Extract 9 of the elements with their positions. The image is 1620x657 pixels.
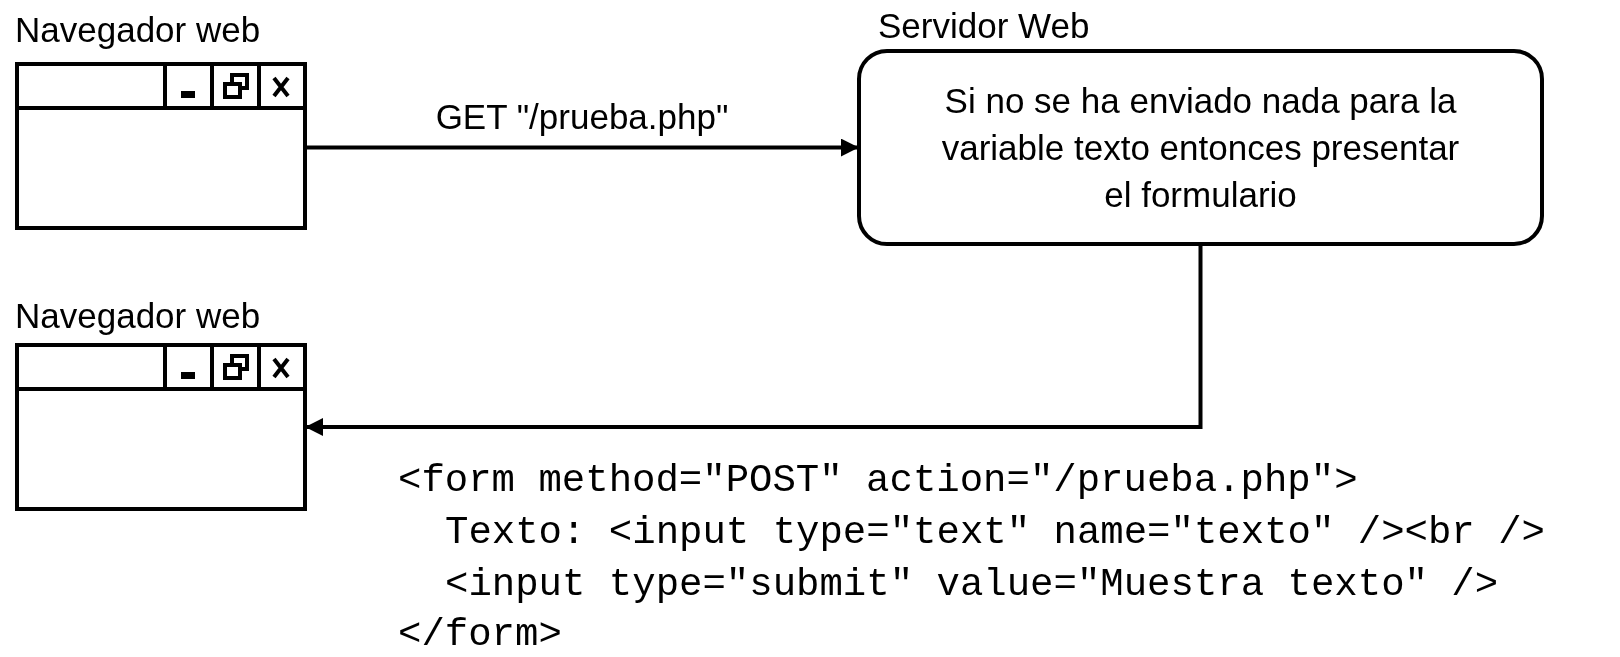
code-line: <input type="submit" value="Muestra texto" /> — [445, 562, 1499, 608]
node-heading: Servidor Web — [878, 5, 1090, 47]
node-heading: Navegador web — [15, 295, 261, 337]
process-text: Si no se ha enviado nada para la variable texto entonces presentar el formulario — [940, 80, 1461, 216]
code-line: </form> — [398, 612, 562, 657]
arrow — [307, 138, 859, 157]
code-line: Texto: <input type="text" name="texto" /><br /> — [445, 510, 1545, 556]
node-heading: Navegador web — [15, 9, 261, 51]
code-line: <form method="POST" action="/prueba.php"> — [398, 458, 1358, 504]
